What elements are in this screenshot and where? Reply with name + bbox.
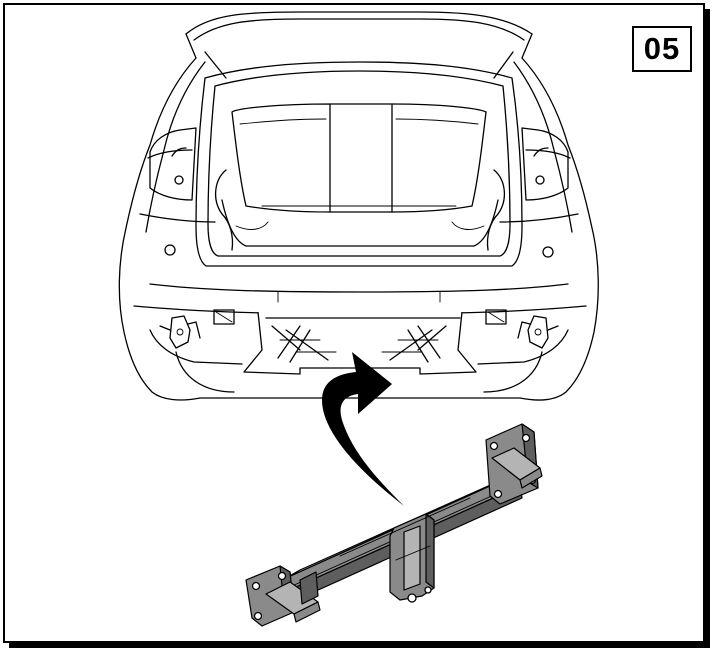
curved-arrow-icon: [322, 352, 404, 506]
car-rear-illustration: [118, 11, 599, 401]
panel-shadow-right: [705, 9, 710, 648]
panel-shadow-bottom: [9, 643, 710, 648]
step-number-badge: 05: [632, 26, 692, 72]
tow-bar-crossbar-illustration: [245, 423, 543, 627]
